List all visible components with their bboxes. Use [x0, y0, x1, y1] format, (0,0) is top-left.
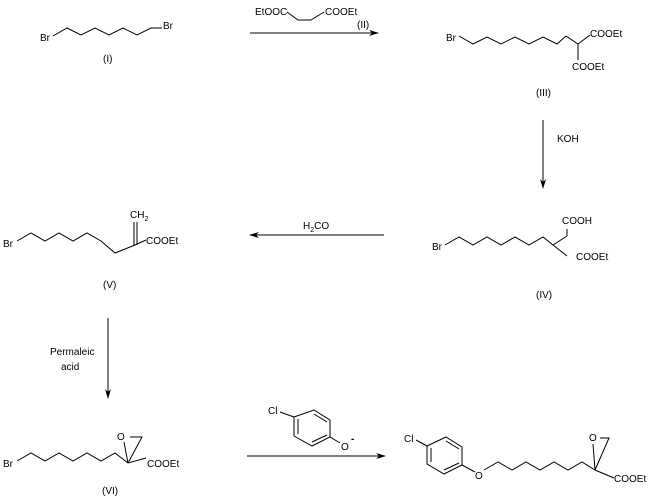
bond-chain	[52, 27, 162, 37]
atom-cl: Cl	[404, 434, 413, 445]
bond	[461, 464, 476, 473]
bond-chain	[16, 452, 147, 464]
reagent-label: (II)	[357, 20, 369, 31]
step-4: Permaleic acid	[50, 318, 111, 399]
epoxide-oxygen: O	[589, 433, 597, 444]
bond	[279, 411, 295, 418]
compound-V: CH2 Br COOEt (V)	[3, 210, 178, 291]
compound-VI: Br O COOEt (VI)	[3, 432, 179, 497]
step-5: Cl O -	[247, 406, 386, 459]
bond	[311, 434, 328, 443]
ester-group: COOEt	[614, 474, 646, 485]
charge: -	[351, 434, 354, 445]
bond	[552, 235, 568, 246]
compound-label: (I)	[103, 54, 112, 65]
bond-chain	[483, 461, 615, 479]
compound-label: (III)	[536, 88, 551, 99]
ester-group: COOEt	[147, 459, 179, 470]
ester-group: COOEt	[576, 252, 608, 263]
bond	[313, 413, 328, 423]
reagent-label: KOH	[557, 134, 579, 145]
benzene-ring	[426, 436, 463, 475]
step-2: KOH	[540, 120, 579, 189]
ester-group: COOEt	[146, 236, 178, 247]
reagent-left: EtOOC	[255, 7, 287, 18]
compound-IV: COOH Br COOEt (IV)	[432, 216, 608, 301]
bond	[329, 436, 341, 444]
atom-br: Br	[3, 239, 14, 250]
atom-br: Br	[432, 242, 443, 253]
reagent-label: Permaleic	[50, 347, 94, 358]
atom-br: Br	[446, 33, 457, 44]
compound-product: Cl O O COOEt	[404, 433, 646, 485]
bond-chain	[458, 34, 591, 45]
atom-br: Br	[40, 33, 51, 44]
step-3: H2CO	[249, 221, 384, 238]
ester-group: COOEt	[590, 29, 622, 40]
atom-o: O	[341, 442, 349, 453]
compound-label: (IV)	[536, 290, 552, 301]
bond	[445, 440, 460, 450]
ester-group: COOEt	[572, 62, 604, 73]
bond	[415, 439, 428, 447]
compound-label: (V)	[103, 280, 116, 291]
bond-chain	[16, 232, 147, 254]
reagent-right: COOEt	[325, 7, 357, 18]
ether-oxygen: O	[475, 471, 483, 482]
bond	[123, 441, 129, 464]
bond-chain	[444, 236, 568, 257]
atom-br: Br	[3, 459, 14, 470]
bond	[594, 437, 610, 471]
atom-cl: Cl	[268, 406, 277, 417]
bond-chain	[286, 11, 325, 21]
bond	[127, 436, 143, 464]
ch2-group: CH2	[130, 210, 148, 223]
epoxide-oxygen: O	[117, 432, 125, 443]
compound-I: Br Br (I)	[40, 21, 174, 65]
benzene-ring	[293, 409, 331, 447]
step-1: EtOOC COOEt (II)	[250, 7, 379, 36]
reagent-label: acid	[61, 362, 79, 373]
bond	[592, 443, 596, 471]
compound-III: Br COOEt COOEt (III)	[446, 29, 622, 99]
compound-label: (VI)	[102, 486, 118, 497]
acid-group: COOH	[562, 216, 592, 227]
bond	[443, 462, 460, 471]
atom-br: Br	[163, 21, 174, 32]
reagent-label: H2CO	[303, 221, 329, 234]
